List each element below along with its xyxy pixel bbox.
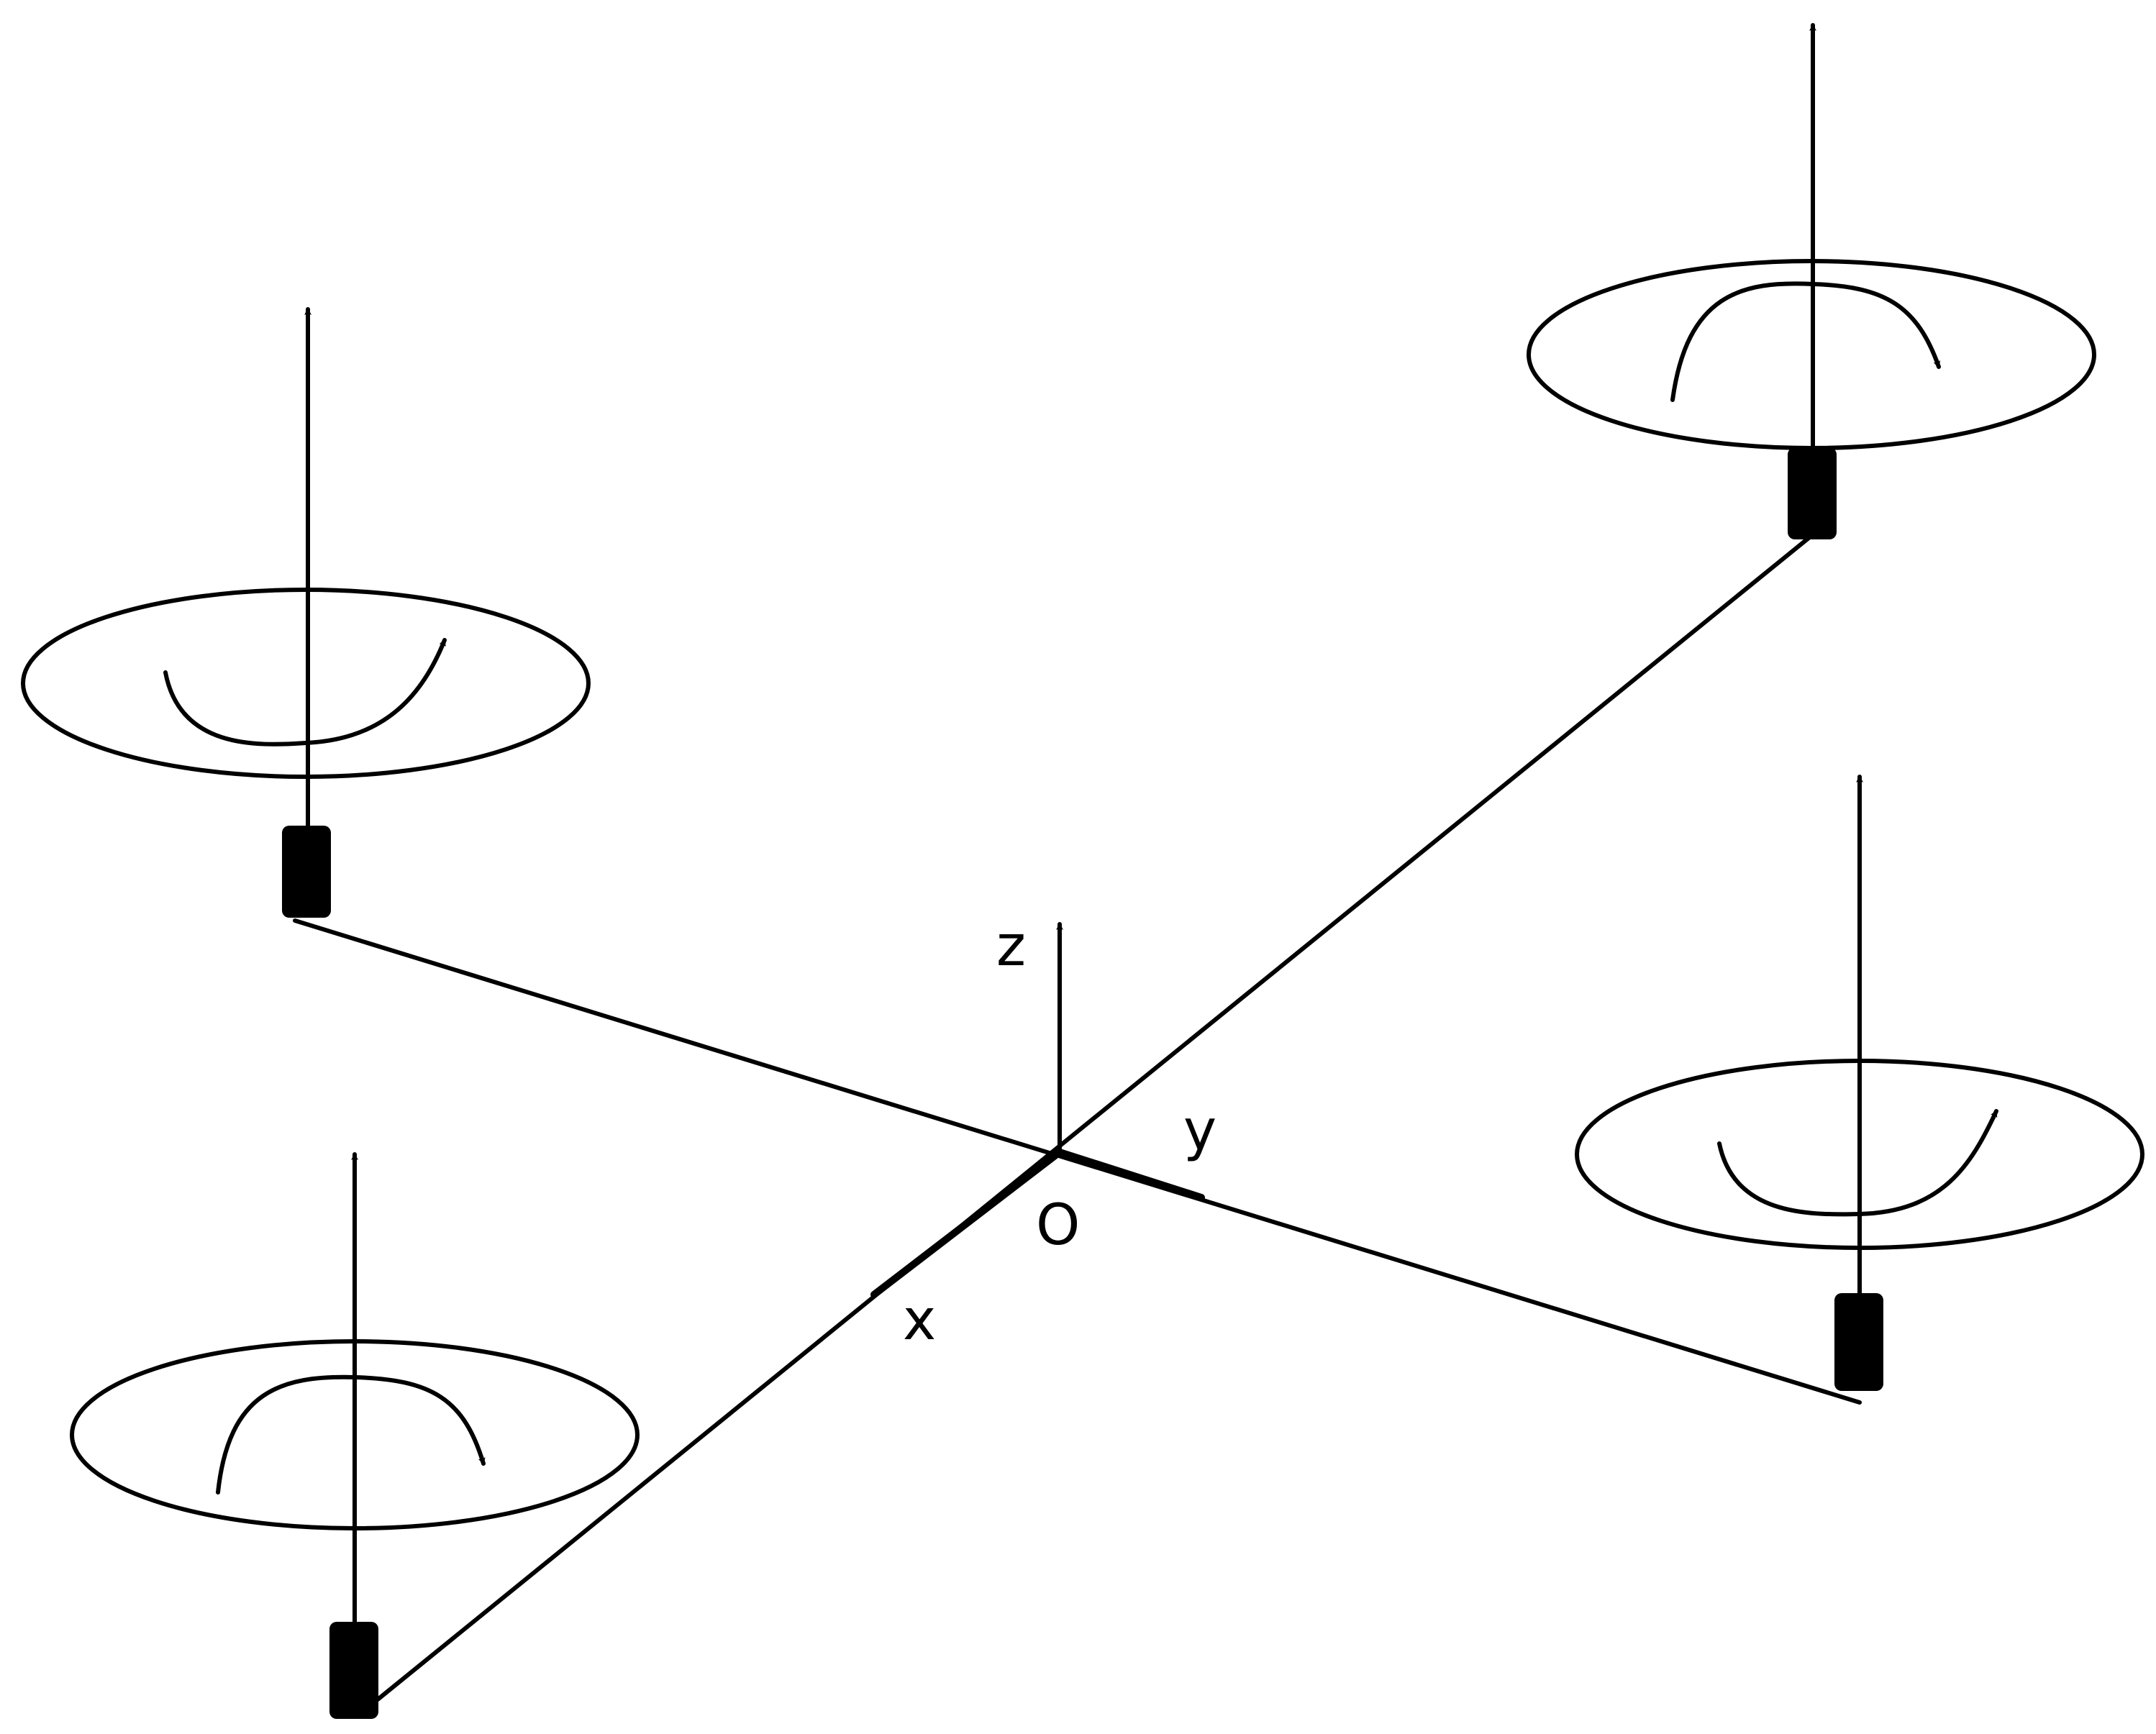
z-axis-label: z [996,914,1026,979]
motor [282,826,331,918]
y-axis-label: y [1183,1098,1216,1163]
rotor-back-right [1527,23,2096,539]
x-axis-arrow [870,1149,1063,1298]
rotor-disk [1575,1059,2144,1250]
motor [1834,1293,1883,1391]
y-axis-arrow [1056,1149,1205,1201]
rotation-arrow-icon [163,638,447,747]
rotor-left [21,307,591,918]
x-axis-label: x [903,1288,936,1353]
motor [1788,447,1837,539]
motor [329,1622,378,1719]
rotor-right [1575,775,2144,1391]
rotor-disk [21,588,591,779]
rotation-arrow-icon [1717,1109,1998,1217]
rotor-front-left [70,1152,640,1719]
origin-label: O [1036,1193,1080,1258]
arm-front-left-to-back-right [376,534,1814,1702]
rotation-arrow-icon [1670,281,1941,402]
rotation-arrow-icon [216,1374,486,1495]
rotor-disk [70,1339,640,1530]
